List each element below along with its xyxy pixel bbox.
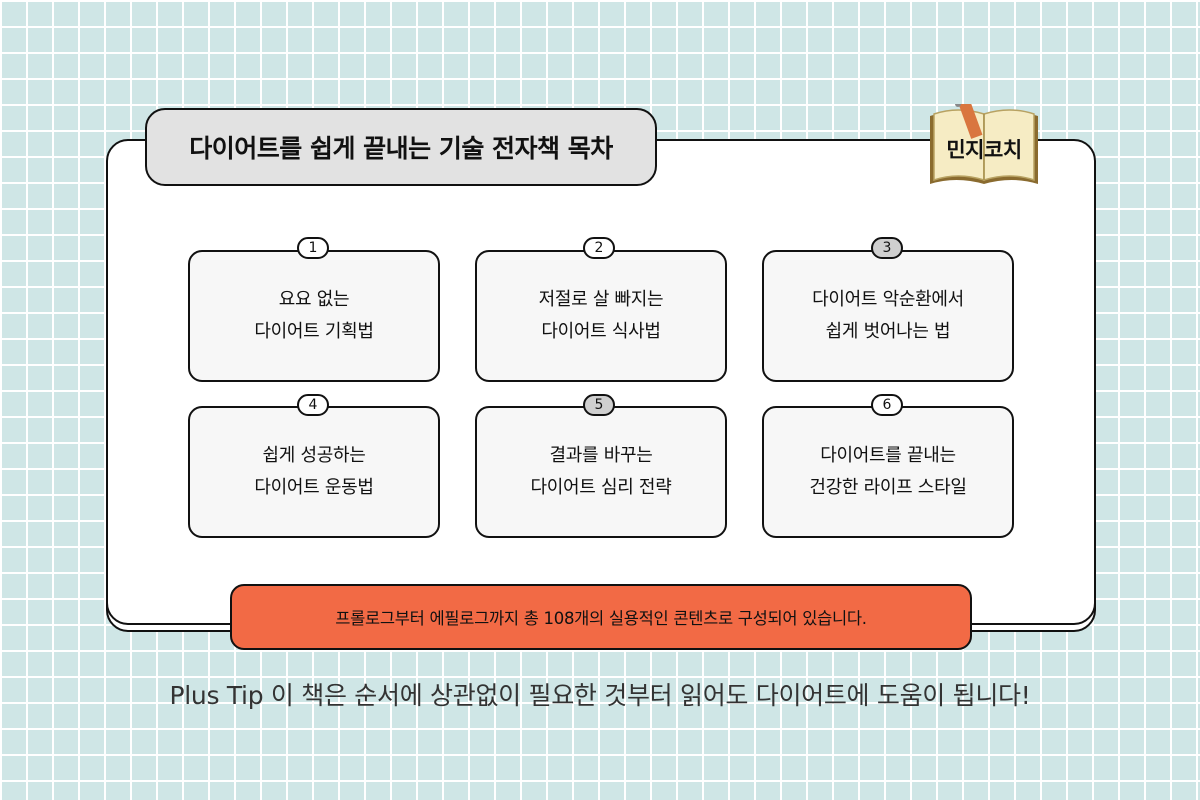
- toc-item-3: 다이어트 악순환에서 쉽게 벗어나는 법: [762, 250, 1014, 382]
- toc-number-4: 4: [297, 394, 329, 416]
- toc-item-6-line1: 다이어트를 끝내는: [820, 445, 956, 466]
- toc-item-3-line1: 다이어트 악순환에서: [812, 289, 964, 310]
- page-title-text: 다이어트를 쉽게 끝내는 기술 전자책 목차: [189, 134, 613, 163]
- toc-number-1: 1: [297, 237, 329, 259]
- toc-item-5-line1: 결과를 바꾸는: [549, 445, 653, 466]
- toc-number-3: 3: [871, 237, 903, 259]
- page-title: 다이어트를 쉽게 끝내는 기술 전자책 목차: [145, 108, 657, 186]
- toc-item-5: 결과를 바꾸는 다이어트 심리 전략: [475, 406, 727, 538]
- author-name: 민지코치: [946, 138, 1022, 162]
- toc-item-4-line2: 다이어트 운동법: [254, 477, 374, 498]
- toc-card: [106, 139, 1096, 625]
- toc-item-1: 요요 없는 다이어트 기획법: [188, 250, 440, 382]
- toc-item-2-line1: 저절로 살 빠지는: [538, 289, 664, 310]
- toc-item-4-line1: 쉽게 성공하는: [262, 445, 366, 466]
- toc-number-5: 5: [583, 394, 615, 416]
- toc-item-6-line2: 건강한 라이프 스타일: [809, 477, 967, 498]
- toc-item-1-line2: 다이어트 기획법: [254, 321, 374, 342]
- toc-item-5-line2: 다이어트 심리 전략: [530, 477, 672, 498]
- toc-item-2-line2: 다이어트 식사법: [541, 321, 661, 342]
- toc-item-2: 저절로 살 빠지는 다이어트 식사법: [475, 250, 727, 382]
- author-badge: 민지코치: [926, 104, 1042, 186]
- toc-item-6: 다이어트를 끝내는 건강한 라이프 스타일: [762, 406, 1014, 538]
- toc-number-2: 2: [583, 237, 615, 259]
- content-count-banner: 프롤로그부터 에필로그까지 총 108개의 실용적인 콘텐츠로 구성되어 있습니…: [230, 584, 972, 650]
- toc-item-4: 쉽게 성공하는 다이어트 운동법: [188, 406, 440, 538]
- toc-item-3-line2: 쉽게 벗어나는 법: [825, 321, 951, 342]
- plus-tip: Plus Tip 이 책은 순서에 상관없이 필요한 것부터 읽어도 다이어트에…: [169, 681, 1031, 710]
- toc-item-1-line1: 요요 없는: [278, 289, 350, 310]
- toc-number-6: 6: [871, 394, 903, 416]
- banner-text: 프롤로그부터 에필로그까지 총 108개의 실용적인 콘텐츠로 구성되어 있습니…: [335, 609, 867, 628]
- notebook-icon: [930, 104, 1038, 184]
